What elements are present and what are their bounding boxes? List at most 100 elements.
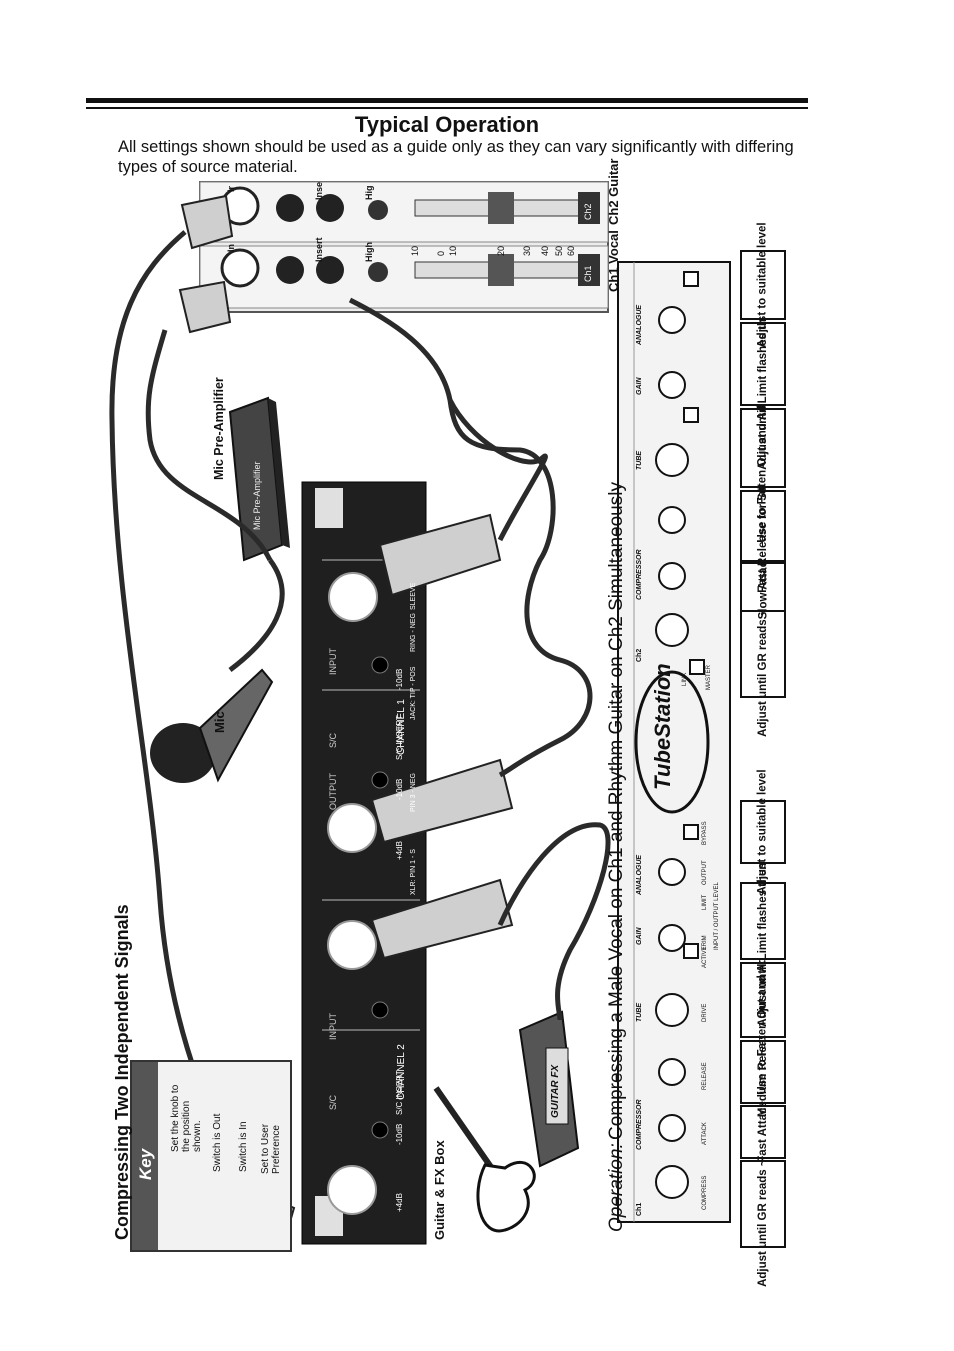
key-item-out: Switch is Out <box>212 1113 223 1172</box>
ch2-compress-knob <box>655 613 689 647</box>
control-master: MASTER <box>706 664 712 690</box>
unit-section-8: GAIN <box>636 377 643 396</box>
ch1-active-switch <box>683 943 699 959</box>
mixer-hig-label: Hig <box>364 185 374 201</box>
mic-preamp-box-label: Mic Pre-Amplifier <box>252 461 262 530</box>
ch1-attack-knob <box>658 1114 686 1142</box>
rack-unit <box>301 481 427 1245</box>
mic-head <box>150 723 216 783</box>
key-box: Key Set the knob to the position shown. … <box>130 1060 292 1252</box>
ch2-trim-knob <box>658 371 686 399</box>
operation-prefix: Operation: <box>606 1143 627 1232</box>
callout-ch2-limit: Adjust until Limit flashes then back off <box>740 258 786 470</box>
mic-body <box>198 668 274 783</box>
unit-section-3: GAIN <box>636 927 643 946</box>
control-compress: COMPRESS <box>702 1175 708 1210</box>
channel-2-label: CHANNEL 2 <box>396 1044 407 1100</box>
ch1-drive-knob <box>655 993 689 1027</box>
rack-ch2-input-jack <box>371 1001 389 1019</box>
control-attack: ATTACK <box>702 1122 708 1145</box>
key-item-in: Switch is In <box>238 1121 249 1172</box>
ch1-high-knob <box>368 262 388 282</box>
callout-ch1-attack: Fast Attack <box>740 1101 786 1163</box>
microphone <box>150 668 274 783</box>
key-header <box>132 1062 158 1250</box>
mixer-in-label: In <box>226 244 236 252</box>
mixer-high-label: High <box>364 242 374 262</box>
rack-label-0: +4dB <box>395 1193 404 1212</box>
ch1-xlr-input <box>220 248 260 288</box>
fader-scale-1: 0 <box>436 250 446 256</box>
mixer-ch1-plate: Ch1 <box>583 265 593 282</box>
callout-ch1-compress: Adjust until GR reads ~4-12dB <box>740 1121 786 1287</box>
ch1-release-knob <box>658 1058 686 1086</box>
unit-section-6: COMPRESSOR <box>636 549 643 600</box>
callout-ch1-drive: Use to Fatten Out and Add Sparkle <box>740 905 786 1095</box>
operation-text: Compressing a Male Vocal on Ch1 and Rhyt… <box>606 482 627 1140</box>
mixer-ch2-plate: Ch2 <box>583 203 593 220</box>
ch2-drive-knob <box>655 443 689 477</box>
fader-scale-2: 10 <box>448 245 458 256</box>
callout-ch2-compress: Adjust until GR reads ~4-12dB <box>740 571 786 737</box>
guitar-fx-box <box>518 1010 580 1168</box>
mic-label: Mic <box>212 711 227 733</box>
rack-label-7: -10dB <box>395 778 404 800</box>
ch2-label-plate <box>578 192 600 224</box>
rack-label-12: XLR: PIN 1 - S <box>410 849 417 895</box>
rack-label-15: RING - NEG <box>410 613 417 652</box>
rack-label-5: OUTPUT <box>328 773 338 810</box>
rack-label-6: +4dB <box>395 841 404 860</box>
ch1-jack <box>276 256 304 284</box>
rack-ch2-input-xlr <box>327 920 377 970</box>
control-link: LINK <box>682 672 688 686</box>
rack-ch1-output-xlr <box>327 803 377 853</box>
ch1-trim-knob <box>658 924 686 952</box>
rack-label-14: JACK: TIP - POS <box>410 666 417 720</box>
key-title: Key <box>136 1148 155 1180</box>
tubestation-logo-swoosh <box>634 670 710 814</box>
mixer-console <box>199 181 609 313</box>
guitar-fx-box-label: GUITAR FX <box>550 1064 561 1118</box>
callout-ch2-attack: Slow Attack <box>740 555 786 619</box>
mic-preamp-label: Mic Pre-Amplifier <box>212 377 226 480</box>
control-trim: TRIM <box>702 935 708 950</box>
callout-ch1-limit: Adjust until Limit flashes then back off <box>740 815 786 1027</box>
unit-section-9: ANALOGUE <box>636 304 643 345</box>
control-limit: LIMIT <box>702 894 708 910</box>
rack-ch1-output-jack <box>371 771 389 789</box>
fader-scale-0: 10 <box>410 245 420 256</box>
guitar <box>433 1086 536 1233</box>
rack-label-16: SLEEVE <box>410 582 417 610</box>
fader-scale-3: 20 <box>496 245 506 256</box>
control-drive: DRIVE <box>702 1003 708 1022</box>
tubestation-panel <box>617 261 731 1223</box>
callout-ch1-release: Medium Release <box>740 1027 786 1117</box>
control-bypass: BYPASS <box>702 821 708 845</box>
ch1-output-knob <box>658 858 686 886</box>
rack-ear-top <box>315 488 343 528</box>
callout-ch2-drive: Use to Fatten Out and Add Sparkle <box>740 353 786 543</box>
ch1-bypass-switch <box>683 824 699 840</box>
fader-scale-6: 50 <box>554 245 564 256</box>
tubestation-logo: TubeStation <box>650 663 675 790</box>
ch2-guitar-label: Ch2 Guitar <box>606 158 621 225</box>
ch1-fader-cap <box>488 254 514 286</box>
rack-label-11: -10dB <box>395 668 404 690</box>
fader-scale-4: 30 <box>522 245 532 256</box>
fader-scale-7: 60 <box>566 245 576 256</box>
mixer-inse-label: Inse <box>314 181 324 200</box>
link-switch <box>689 659 705 675</box>
control-io-level: INPUT / OUTPUT LEVEL <box>714 882 720 950</box>
control-output: OUTPUT <box>702 860 708 885</box>
top-rule-thin <box>86 107 808 109</box>
callout-ch1-output: Adjust to suitable level <box>740 769 786 895</box>
channel-1-label: CHANNEL 1 <box>396 699 407 755</box>
rack-ch2-output-xlr <box>327 1165 377 1215</box>
unit-section-7: TUBE <box>636 450 643 470</box>
rack-ch1-input-xlr <box>328 572 378 622</box>
unit-section-1: COMPRESSOR <box>636 1099 643 1150</box>
rack-label-4: INPUT <box>328 1013 338 1040</box>
rack-ch1-input-jack <box>371 656 389 674</box>
callout-ch2-output: Adjust to suitable level <box>740 222 786 348</box>
unit-section-5: Ch2 <box>636 648 643 662</box>
